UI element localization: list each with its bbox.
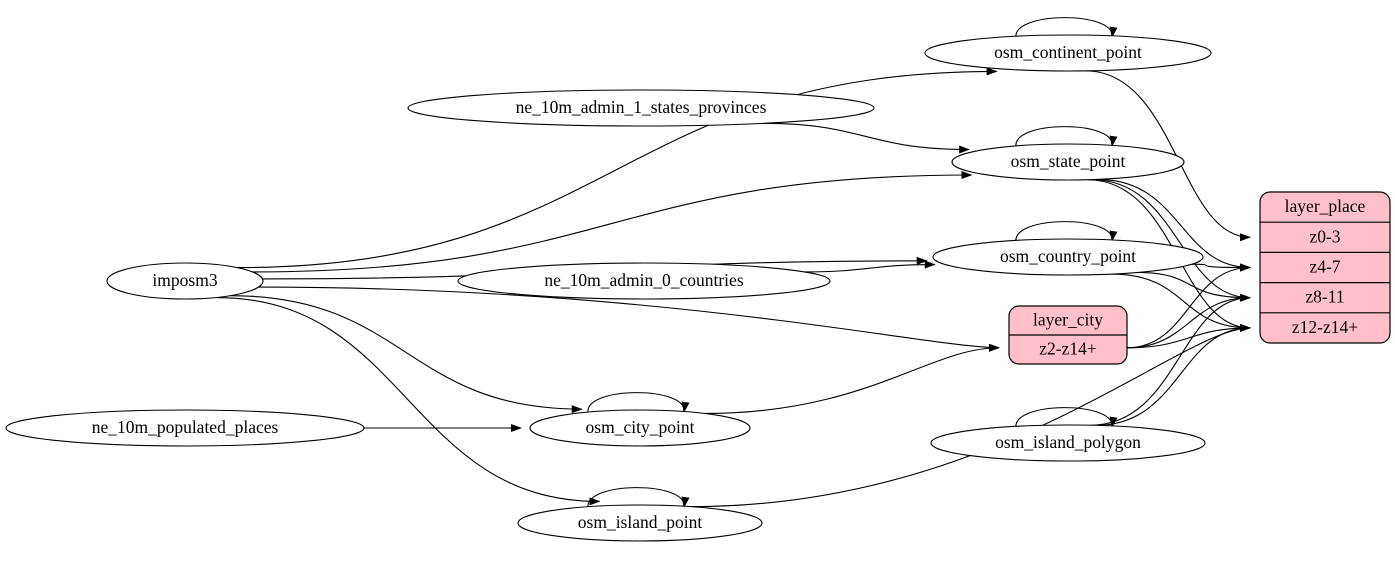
node-label: osm_country_point <box>1000 246 1136 266</box>
node-shape <box>5 409 365 447</box>
node-osm_island_polygon[interactable]: osm_island_polygon <box>930 424 1206 462</box>
node-osm_country_point[interactable]: osm_country_point <box>932 238 1204 276</box>
graph-edge <box>1015 221 1118 243</box>
node-label: ne_10m_admin_1_states_provinces <box>516 97 767 117</box>
graph-edge <box>1097 178 1251 272</box>
node-label: osm_city_point <box>586 417 695 437</box>
graph-edge <box>704 343 1000 415</box>
graph-edge <box>1090 293 1251 426</box>
graph-edge <box>1015 407 1118 429</box>
graph-edge <box>258 286 1000 352</box>
graph-edge <box>691 323 1251 508</box>
node-shape <box>924 34 1212 72</box>
node-shape <box>457 262 831 300</box>
graph-edge <box>236 67 998 269</box>
graph-edge <box>762 122 971 154</box>
graph-edge <box>1126 293 1251 349</box>
node-shape <box>407 89 875 127</box>
graph-edge <box>252 171 973 273</box>
node-label: ne_10m_admin_0_countries <box>544 270 743 290</box>
record-row-label[interactable]: z0-3 <box>1309 226 1340 246</box>
record-layer_place[interactable]: layer_place z0-3 z4-7 z8-11 z12-z14+ <box>1259 191 1391 344</box>
record-header-label: layer_place <box>1285 196 1366 216</box>
graph-edge <box>804 260 936 273</box>
node-shape <box>529 409 751 447</box>
node-shape <box>951 143 1185 181</box>
record-row-label[interactable]: z2-z14+ <box>1039 339 1097 359</box>
graph-edge <box>1126 263 1251 349</box>
record-row-label[interactable]: z4-7 <box>1309 257 1340 277</box>
node-shape <box>517 504 763 542</box>
graph-edge <box>1085 70 1251 242</box>
node-ne_10m_admin_1_states_provinces[interactable]: ne_10m_admin_1_states_provinces <box>407 89 875 127</box>
graph-edge <box>1137 271 1251 302</box>
graph-edge <box>1126 323 1251 349</box>
graph-edge <box>230 295 583 414</box>
record-row-label[interactable]: z8-11 <box>1305 287 1344 307</box>
node-label: osm_state_point <box>1011 151 1126 171</box>
node-label: osm_island_polygon <box>995 432 1141 452</box>
graph-edge <box>1091 179 1251 302</box>
graph-edge <box>1015 17 1118 39</box>
node-imposm3[interactable]: imposm3 <box>106 262 264 300</box>
node-osm_state_point[interactable]: osm_state_point <box>951 143 1185 181</box>
node-shape <box>106 262 264 300</box>
graph-edge <box>587 487 690 509</box>
node-ne_10m_admin_0_countries[interactable]: ne_10m_admin_0_countries <box>457 262 831 300</box>
graph-edge <box>1191 263 1251 272</box>
node-shape <box>932 238 1204 276</box>
node-shape <box>930 424 1206 462</box>
node-label: osm_continent_point <box>994 42 1142 62</box>
node-label: ne_10m_populated_places <box>92 417 279 437</box>
record-row-label[interactable]: z12-z14+ <box>1292 317 1358 337</box>
node-label: osm_island_point <box>578 512 703 532</box>
node-osm_city_point[interactable]: osm_city_point <box>529 409 751 447</box>
record-body <box>1259 191 1391 344</box>
graph-edge <box>1111 273 1251 332</box>
node-osm_island_point[interactable]: osm_island_point <box>517 504 763 542</box>
edge-layer <box>216 17 1251 509</box>
graph-edge <box>216 296 601 506</box>
node-ne_10m_populated_places[interactable]: ne_10m_populated_places <box>5 409 365 447</box>
node-layer: imposm3 ne_10m_populated_places ne_10m_adm… <box>5 34 1391 542</box>
node-osm_continent_point[interactable]: osm_continent_point <box>924 34 1212 72</box>
graph-edge <box>1015 126 1118 148</box>
node-label: imposm3 <box>152 270 217 290</box>
record-header-label: layer_city <box>1033 310 1103 330</box>
graph-edge <box>587 392 690 414</box>
record-layer_city[interactable]: layer_city z2-z14+ <box>1008 305 1128 365</box>
